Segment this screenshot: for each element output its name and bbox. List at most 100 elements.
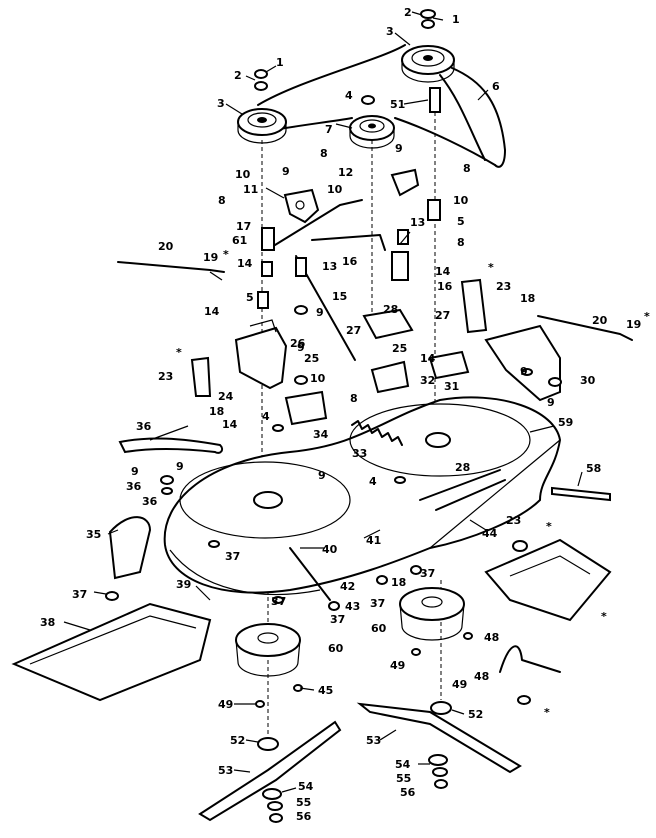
- callout-label: 4: [262, 410, 270, 423]
- callout-label: 8: [320, 147, 328, 160]
- callout-label: 40: [322, 543, 338, 556]
- callout-label: 60: [371, 622, 387, 635]
- callout-label: 9: [316, 306, 324, 319]
- callout-label: 4: [369, 475, 377, 488]
- callout-label: 11: [243, 183, 258, 196]
- callout-label: *: [644, 310, 650, 323]
- stabilizer-bracket-right: [484, 538, 612, 622]
- callout-label: 41: [366, 534, 381, 547]
- callout-label: 53: [218, 764, 233, 777]
- callout-label: 23: [158, 370, 173, 383]
- callout-label: 28: [455, 461, 470, 474]
- rear-bracket-35: [108, 516, 152, 580]
- callout-label: 8: [457, 236, 465, 249]
- callout-label: 1: [276, 56, 284, 69]
- idler-arm-right: [390, 168, 441, 221]
- callout-label: 17: [236, 220, 251, 233]
- callout-label: 2: [404, 6, 412, 19]
- callout-label: 33: [352, 447, 367, 460]
- callout-label: 55: [396, 772, 411, 785]
- callout-label: 10: [235, 168, 251, 181]
- callout-label: *: [488, 261, 494, 274]
- callout-label: 24: [218, 390, 234, 403]
- callout-label: 42: [340, 580, 355, 593]
- spacers-and-bushings: [257, 227, 409, 309]
- callout-label: 23: [506, 514, 521, 527]
- front-hanger-bracket-left: [234, 319, 288, 390]
- hardware-nuts-top: [254, 9, 436, 105]
- callout-label: 14: [222, 418, 238, 431]
- callout-label: 9: [297, 341, 305, 354]
- spindle-housing-right: [399, 587, 465, 641]
- baffle-58: [551, 486, 611, 502]
- callout-label: 59: [558, 416, 573, 429]
- callout-label: 43: [345, 600, 360, 613]
- callout-label: *: [544, 706, 550, 719]
- spindle-housing-left: [235, 623, 301, 677]
- callout-label: 3: [217, 97, 225, 110]
- callout-label: 34: [313, 428, 329, 441]
- callout-label: 20: [158, 240, 174, 253]
- spindle-shaft: [429, 87, 441, 470]
- callout-label: 6: [492, 80, 500, 93]
- callout-label: 19: [626, 318, 641, 331]
- callout-label: 49: [452, 678, 467, 691]
- callout-label: 9: [520, 365, 528, 378]
- callout-label: *: [601, 610, 607, 623]
- stabilizer-rod-48: [499, 645, 561, 673]
- bracket-31: [428, 350, 470, 380]
- callout-label: 36: [126, 480, 142, 493]
- callout-label: 12: [338, 166, 353, 179]
- misc-bolts: [105, 305, 562, 708]
- callout-label: 27: [346, 324, 361, 337]
- callout-label: 13: [322, 260, 337, 273]
- callout-label: 37: [420, 567, 435, 580]
- callout-label: 54: [298, 780, 314, 793]
- callout-label: 5: [246, 291, 254, 304]
- callout-label: 7: [325, 123, 333, 136]
- callout-label: 45: [318, 684, 333, 697]
- callout-label: 26: [290, 337, 306, 350]
- callout-label: 37: [72, 588, 87, 601]
- callout-label: 14: [420, 352, 436, 365]
- deck-housing: [163, 396, 562, 595]
- bracket-center: [284, 390, 328, 426]
- idler-spring-33: [351, 420, 403, 446]
- callout-label: 54: [395, 758, 411, 771]
- callout-label: 15: [332, 290, 347, 303]
- callout-label: 49: [390, 659, 405, 672]
- callout-label: 58: [586, 462, 601, 475]
- callout-label: 48: [484, 631, 499, 644]
- callout-label: 8: [463, 162, 471, 175]
- callout-label: 55: [296, 796, 311, 809]
- callout-label: 2: [234, 69, 242, 82]
- callout-label: 61: [232, 234, 247, 247]
- callout-label: 48: [474, 670, 489, 683]
- callout-label: 3: [386, 25, 394, 38]
- bracket-23-right: [460, 278, 488, 334]
- callout-label: 8: [218, 194, 226, 207]
- callout-label: 14: [237, 257, 253, 270]
- callout-label: 31: [444, 380, 459, 393]
- callout-label: 36: [142, 495, 158, 508]
- bracket-28: [362, 308, 414, 340]
- blade-left: [198, 720, 342, 822]
- callout-label: 37: [271, 595, 286, 608]
- callout-label: 44: [482, 527, 498, 540]
- pulley-top-right: [401, 45, 455, 83]
- callout-label: 18: [520, 292, 535, 305]
- callout-label: 27: [435, 309, 450, 322]
- callout-label: 38: [40, 616, 55, 629]
- discharge-guard-38: [11, 602, 212, 702]
- idler-pulley: [349, 115, 395, 149]
- callout-label: 9: [176, 460, 184, 473]
- callout-label: 52: [230, 734, 245, 747]
- callout-label: 9: [131, 465, 139, 478]
- callout-label: 10: [327, 183, 343, 196]
- bracket-32: [370, 360, 410, 394]
- callout-label: 8: [350, 392, 358, 405]
- callout-label: 51: [390, 98, 405, 111]
- drive-belt: [257, 44, 506, 168]
- blade-right: [356, 702, 522, 774]
